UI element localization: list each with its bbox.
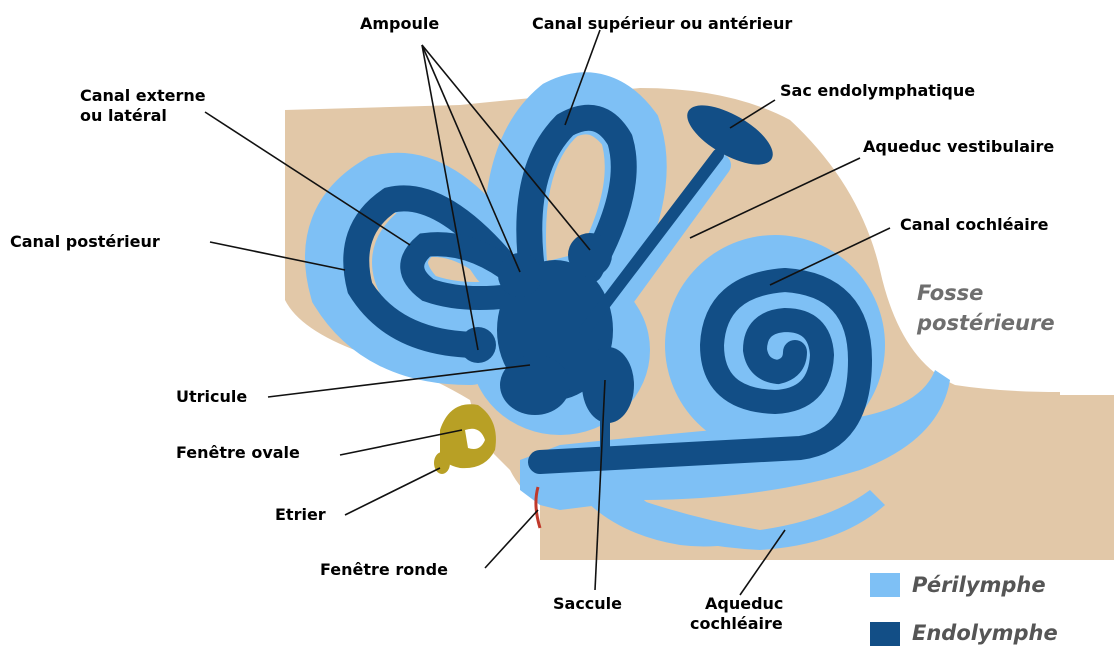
label-utricule: Utricule (176, 387, 247, 406)
label-canal-externe-2: ou latéral (80, 106, 167, 125)
label-canal-externe-1: Canal externe (80, 86, 206, 105)
label-saccule: Saccule (553, 594, 622, 613)
label-aqueduc-cochleaire-2: cochléaire (690, 614, 783, 633)
label-canal-posterieur: Canal postérieur (10, 232, 160, 251)
label-fenetre-ovale: Fenêtre ovale (176, 443, 300, 462)
legend-swatch-endolymph (870, 622, 900, 646)
stapes (434, 404, 496, 474)
label-fosse-1: Fosse (917, 280, 983, 306)
label-fenetre-ronde: Fenêtre ronde (320, 560, 448, 579)
label-aqueduc-vestibulaire: Aqueduc vestibulaire (863, 137, 1054, 156)
label-canal-cochleaire: Canal cochléaire (900, 215, 1049, 234)
label-fosse-2: postérieure (917, 310, 1055, 336)
label-sac-endolymphatique: Sac endolymphatique (780, 81, 975, 100)
label-ampoule: Ampoule (360, 14, 439, 33)
legend-label-perilymph: Périlymphe (912, 573, 1046, 597)
legend-label-endolymph: Endolymphe (912, 621, 1058, 645)
label-aqueduc-cochleaire-1: Aqueduc (705, 594, 783, 613)
label-etrier: Etrier (275, 505, 326, 524)
label-canal-superieur: Canal supérieur ou antérieur (532, 14, 792, 33)
legend-swatch-perilymph (870, 573, 900, 597)
